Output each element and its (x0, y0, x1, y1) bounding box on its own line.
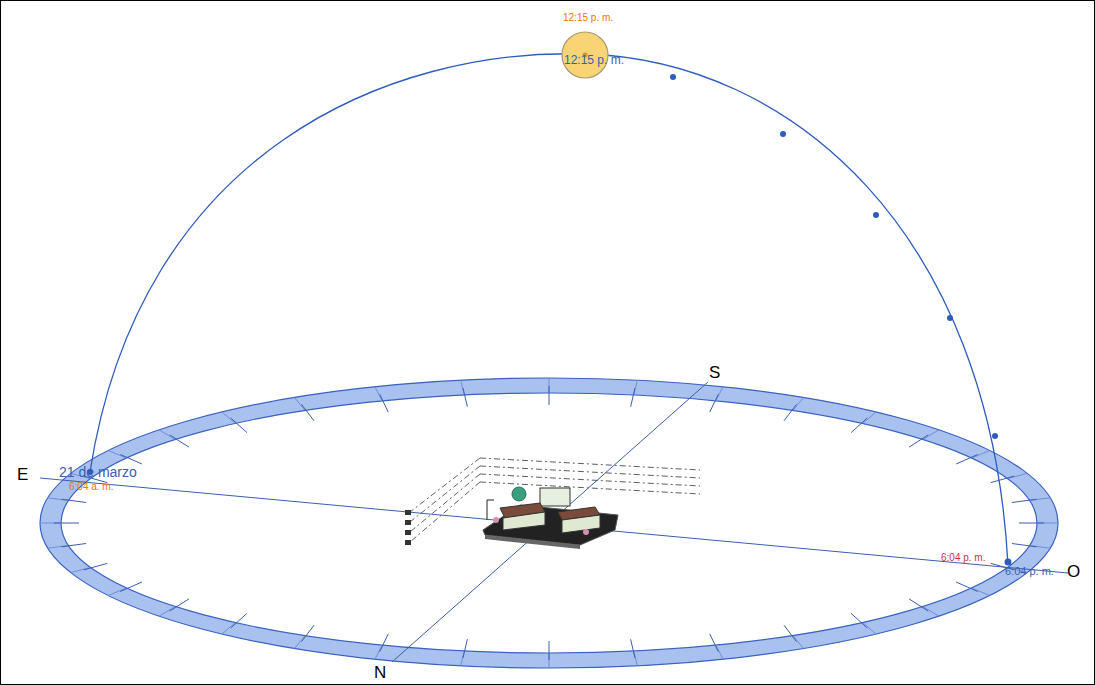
band-segment (222, 412, 235, 423)
time-label: 6:04 p. m. (940, 552, 986, 563)
hour-dots (87, 74, 1012, 566)
horizon-tick (631, 639, 635, 658)
horizon-tick (170, 435, 189, 447)
band-segment (1008, 473, 1028, 478)
horizon-ticks (54, 386, 1044, 660)
horizon-tick (909, 435, 928, 447)
level-markers (405, 510, 411, 545)
horizon-tick (549, 641, 550, 660)
date-label: 21 de marzo (58, 465, 138, 480)
horizon-tick (631, 388, 635, 407)
horizon-tick (784, 625, 797, 641)
horizon-tick (1019, 523, 1044, 524)
horizon-tick (991, 476, 1014, 482)
band-segment (375, 387, 382, 401)
band-segment (972, 588, 990, 596)
horizon-tick (1012, 499, 1037, 502)
horizon-tick (84, 563, 107, 569)
horizon-tick (62, 543, 87, 546)
horizon-tick (463, 388, 467, 407)
band-segment (108, 451, 126, 459)
horizon-tick (302, 625, 315, 641)
horizon-tick (380, 394, 389, 412)
time-label: 6:04 a. m. (68, 481, 114, 492)
band-segment (793, 636, 804, 649)
horizon-tick (54, 523, 79, 524)
band-segment (793, 397, 804, 410)
compass-label: S (708, 364, 721, 383)
band-segment (159, 607, 175, 617)
band-segment (108, 588, 126, 596)
horizon-tick (784, 404, 797, 420)
compass-label: O (1066, 563, 1081, 582)
band-segment (159, 430, 175, 440)
horizon-tick (710, 634, 719, 652)
compass-label: N (373, 664, 387, 683)
band-segment (716, 387, 723, 401)
time-label: 6:04 p. m. (1004, 565, 1055, 577)
horizon-band (40, 378, 1058, 668)
east-west-axis (40, 478, 1068, 573)
horizon-tick (302, 404, 315, 420)
band-segment (71, 567, 91, 572)
horizon-tick (851, 418, 867, 433)
building-model (483, 487, 618, 549)
horizon-tick (956, 455, 978, 465)
time-label: 12:15 p. m. (563, 54, 625, 67)
horizon-tick (120, 582, 142, 592)
band-segment (863, 412, 876, 423)
horizon-tick (380, 634, 389, 652)
band-segment (295, 397, 306, 410)
band-segment (716, 645, 723, 659)
horizon-tick (170, 599, 189, 611)
north-south-axis (392, 382, 708, 662)
band-segments (40, 378, 1058, 668)
band-segment (972, 451, 990, 459)
band-segment (222, 623, 235, 634)
sun-arc (90, 54, 1008, 565)
band-segment (923, 430, 939, 440)
horizon-tick (231, 613, 247, 628)
band-segment (923, 607, 939, 617)
horizon-tick (851, 613, 867, 628)
horizon-tick (62, 499, 87, 502)
time-label: 12:15 p. m. (562, 12, 614, 23)
horizon-tick (1012, 543, 1037, 546)
band-segment (863, 623, 876, 634)
horizon-tick (231, 418, 247, 433)
horizon-tick (120, 455, 142, 465)
compass-label: E (16, 466, 29, 485)
horizon-tick (463, 639, 467, 658)
band-segment (295, 636, 306, 649)
horizon-tick (909, 599, 928, 611)
horizon-tick (549, 386, 550, 405)
horizon-tick (956, 582, 978, 592)
horizon-tick (710, 394, 719, 412)
band-segment (375, 645, 382, 659)
